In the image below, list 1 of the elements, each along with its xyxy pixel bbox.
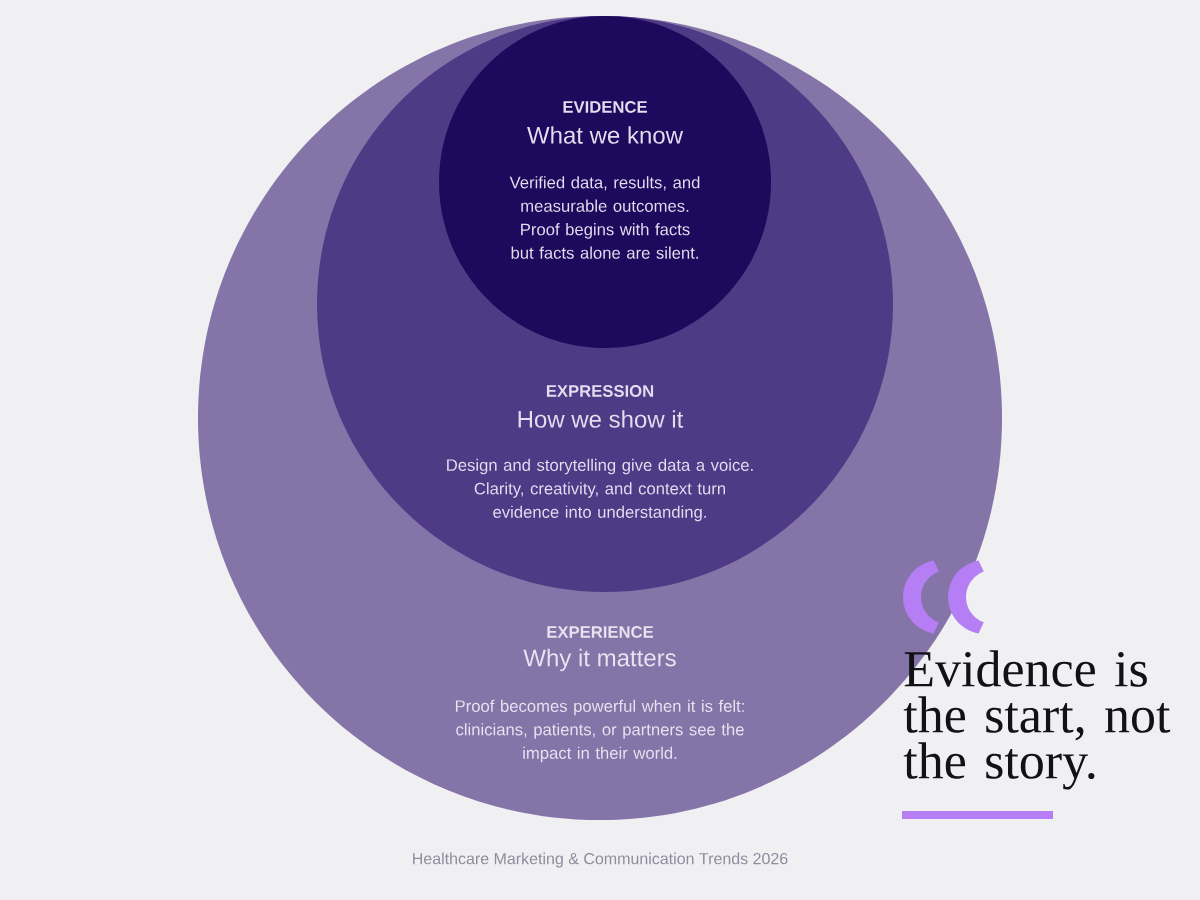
footer-text: Healthcare Marketing & Communication Trends 2026 [413, 852, 788, 868]
